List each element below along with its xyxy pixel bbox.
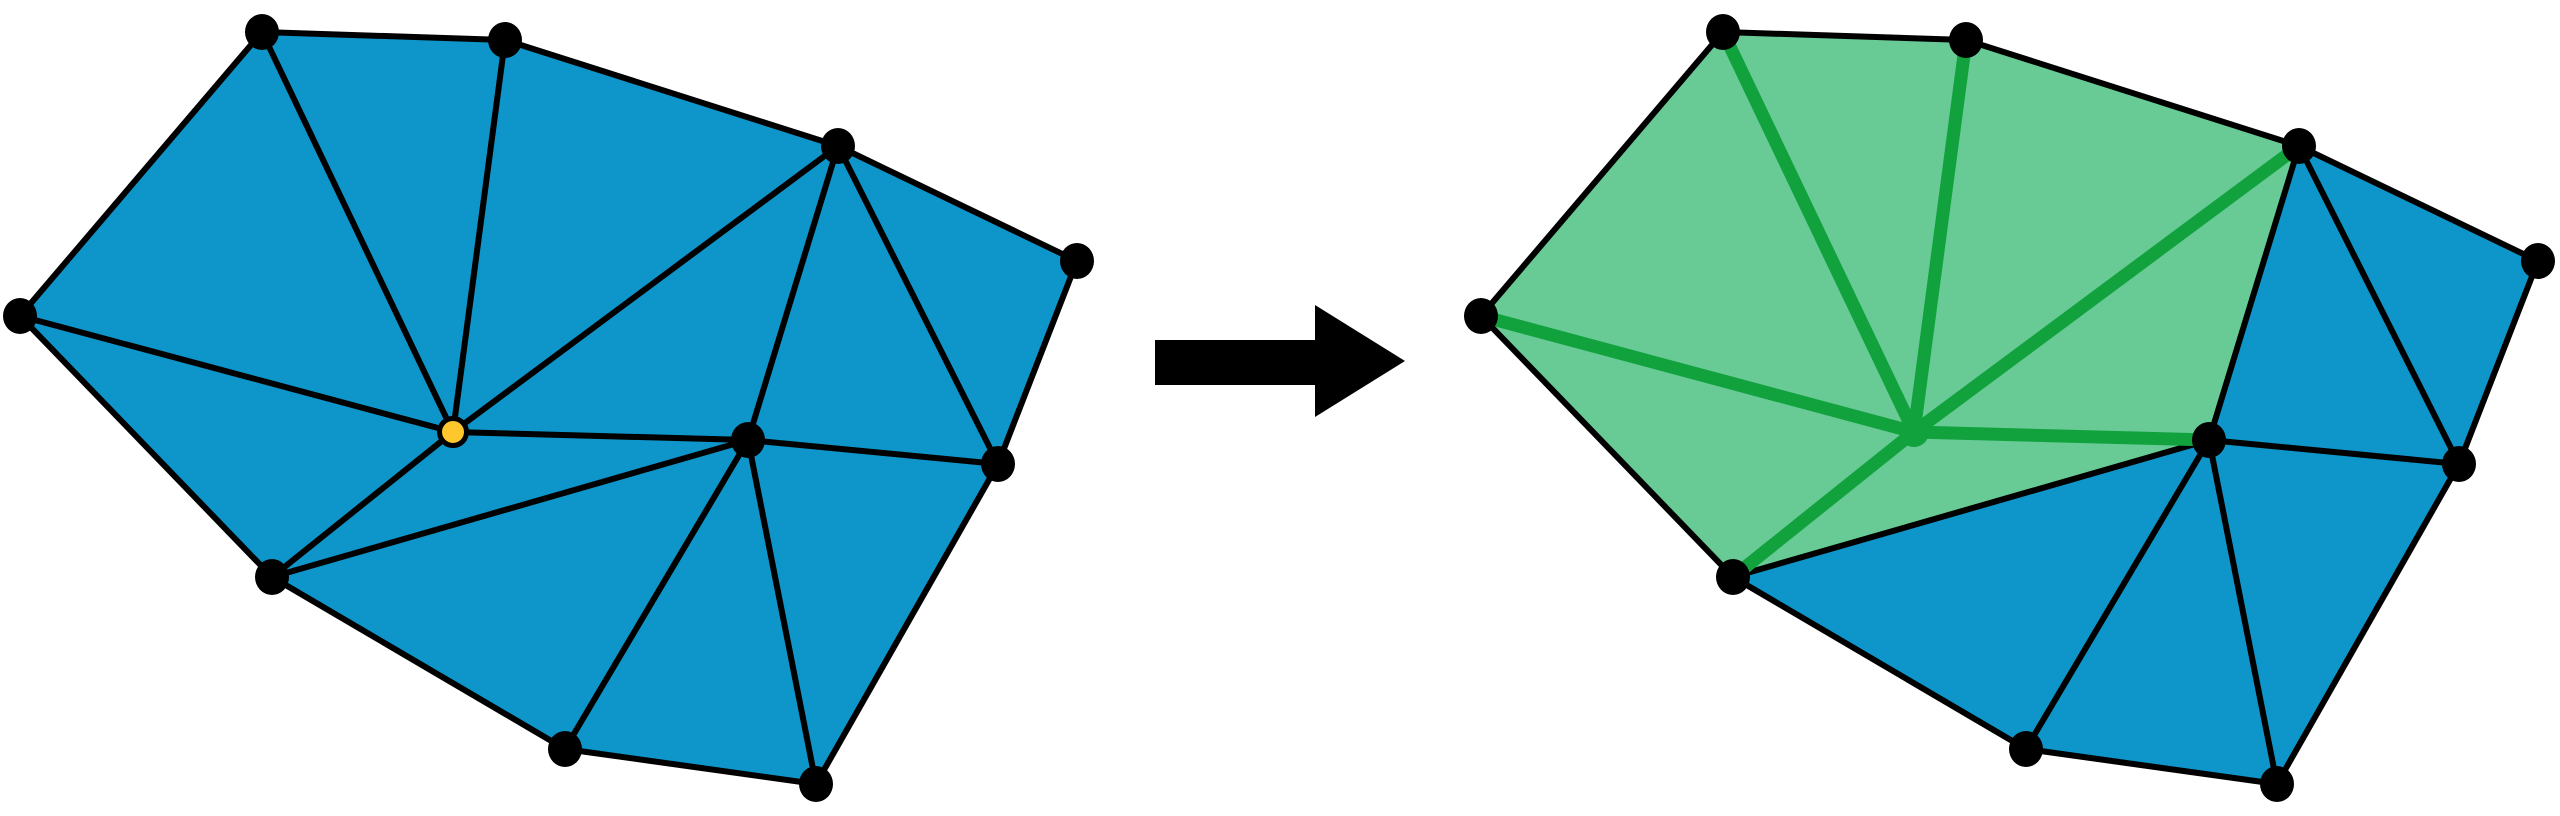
mesh-vertex xyxy=(548,731,582,767)
mesh-edge xyxy=(562,437,751,752)
mesh-edge xyxy=(1730,437,2212,580)
highlighted-triangle xyxy=(1914,40,2299,432)
mesh-triangle xyxy=(453,40,838,432)
mesh-triangle xyxy=(2026,440,2277,784)
mesh-triangle xyxy=(2209,440,2459,784)
mesh-edge xyxy=(17,313,275,580)
mesh-edge xyxy=(813,461,1001,787)
star-edge xyxy=(17,313,456,435)
mesh-vertex xyxy=(1464,298,1498,334)
mesh-vertex xyxy=(731,422,765,458)
mesh-vertex xyxy=(799,766,833,802)
mesh-edge xyxy=(2206,437,2462,467)
mesh-triangle xyxy=(20,316,453,577)
right-mesh xyxy=(1464,14,2555,802)
mesh-triangle xyxy=(1733,440,2209,749)
highlighted-triangle xyxy=(1723,32,1966,432)
mesh-edge xyxy=(745,437,1001,467)
highlighted-star-edge xyxy=(1907,425,2216,447)
highlighted-star-edge xyxy=(1907,139,2306,439)
mesh-edge xyxy=(2206,437,2280,787)
star-center-junction xyxy=(1899,417,1929,447)
mesh-edge xyxy=(562,746,819,787)
mesh-edge xyxy=(1478,313,1736,580)
highlighted-star-edge xyxy=(1716,25,1921,439)
mesh-vertex xyxy=(245,14,279,50)
mesh-triangle xyxy=(20,32,453,432)
star-edge xyxy=(450,143,841,435)
left-mesh xyxy=(3,14,1094,802)
mesh-edge xyxy=(1720,29,1969,43)
mesh-triangle xyxy=(272,440,748,749)
mesh-vertex xyxy=(255,559,289,595)
mesh-edge xyxy=(2456,258,2541,467)
mesh-vertex xyxy=(2192,422,2226,458)
mesh-edge xyxy=(2023,437,2212,752)
mesh-vertex xyxy=(2442,446,2476,482)
mesh-edge xyxy=(2296,143,2541,264)
highlighted-star-edge xyxy=(1907,33,1973,439)
mesh-vertex xyxy=(1060,243,1094,279)
mesh-edge xyxy=(995,258,1080,467)
mesh-vertex xyxy=(3,298,37,334)
mesh-triangle xyxy=(748,146,998,464)
highlighted-triangle xyxy=(1481,32,1914,432)
mesh-edge xyxy=(835,143,1001,467)
mesh-edge xyxy=(1730,574,2029,752)
mesh-vertex xyxy=(1716,559,1750,595)
mesh-triangle xyxy=(838,146,1077,464)
mesh-edge xyxy=(2274,461,2462,787)
mesh-edge xyxy=(2296,143,2462,467)
star-edge xyxy=(450,429,751,443)
mesh-vertex xyxy=(1706,14,1740,50)
mesh-edge xyxy=(1478,29,1726,319)
mesh-vertex xyxy=(2282,128,2316,164)
highlighted-star-edge xyxy=(1474,309,1921,439)
mesh-triangle xyxy=(262,32,505,432)
mesh-edge xyxy=(502,37,841,149)
mesh-vertex xyxy=(488,22,522,58)
star-edge xyxy=(450,37,508,435)
highlighted-star-edge xyxy=(1726,425,1921,584)
selected-vertex xyxy=(437,416,469,448)
mesh-edge xyxy=(745,437,819,787)
mesh-triangle xyxy=(2299,146,2538,464)
mesh-edge xyxy=(745,143,841,443)
mesh-edge xyxy=(17,29,265,319)
mesh-edge xyxy=(835,143,1080,264)
right-arrow-icon xyxy=(1155,305,1405,417)
mesh-vertex xyxy=(821,128,855,164)
mesh-edge xyxy=(269,437,751,580)
mesh-edge xyxy=(1963,37,2302,149)
mesh-edge xyxy=(259,29,508,43)
mesh-edge xyxy=(2023,746,2280,787)
mesh-edge xyxy=(2206,143,2302,443)
mesh-vertex xyxy=(981,446,1015,482)
mesh-edge xyxy=(269,574,568,752)
mesh-triangle xyxy=(565,440,816,784)
mesh-triangle xyxy=(2209,146,2459,464)
star-edge xyxy=(269,429,456,580)
mesh-vertex xyxy=(2009,731,2043,767)
mesh-vertex xyxy=(2260,766,2294,802)
mesh-triangle xyxy=(748,440,998,784)
mesh-vertex xyxy=(1949,22,1983,58)
star-edge xyxy=(259,29,456,435)
mesh-vertex xyxy=(2521,243,2555,279)
